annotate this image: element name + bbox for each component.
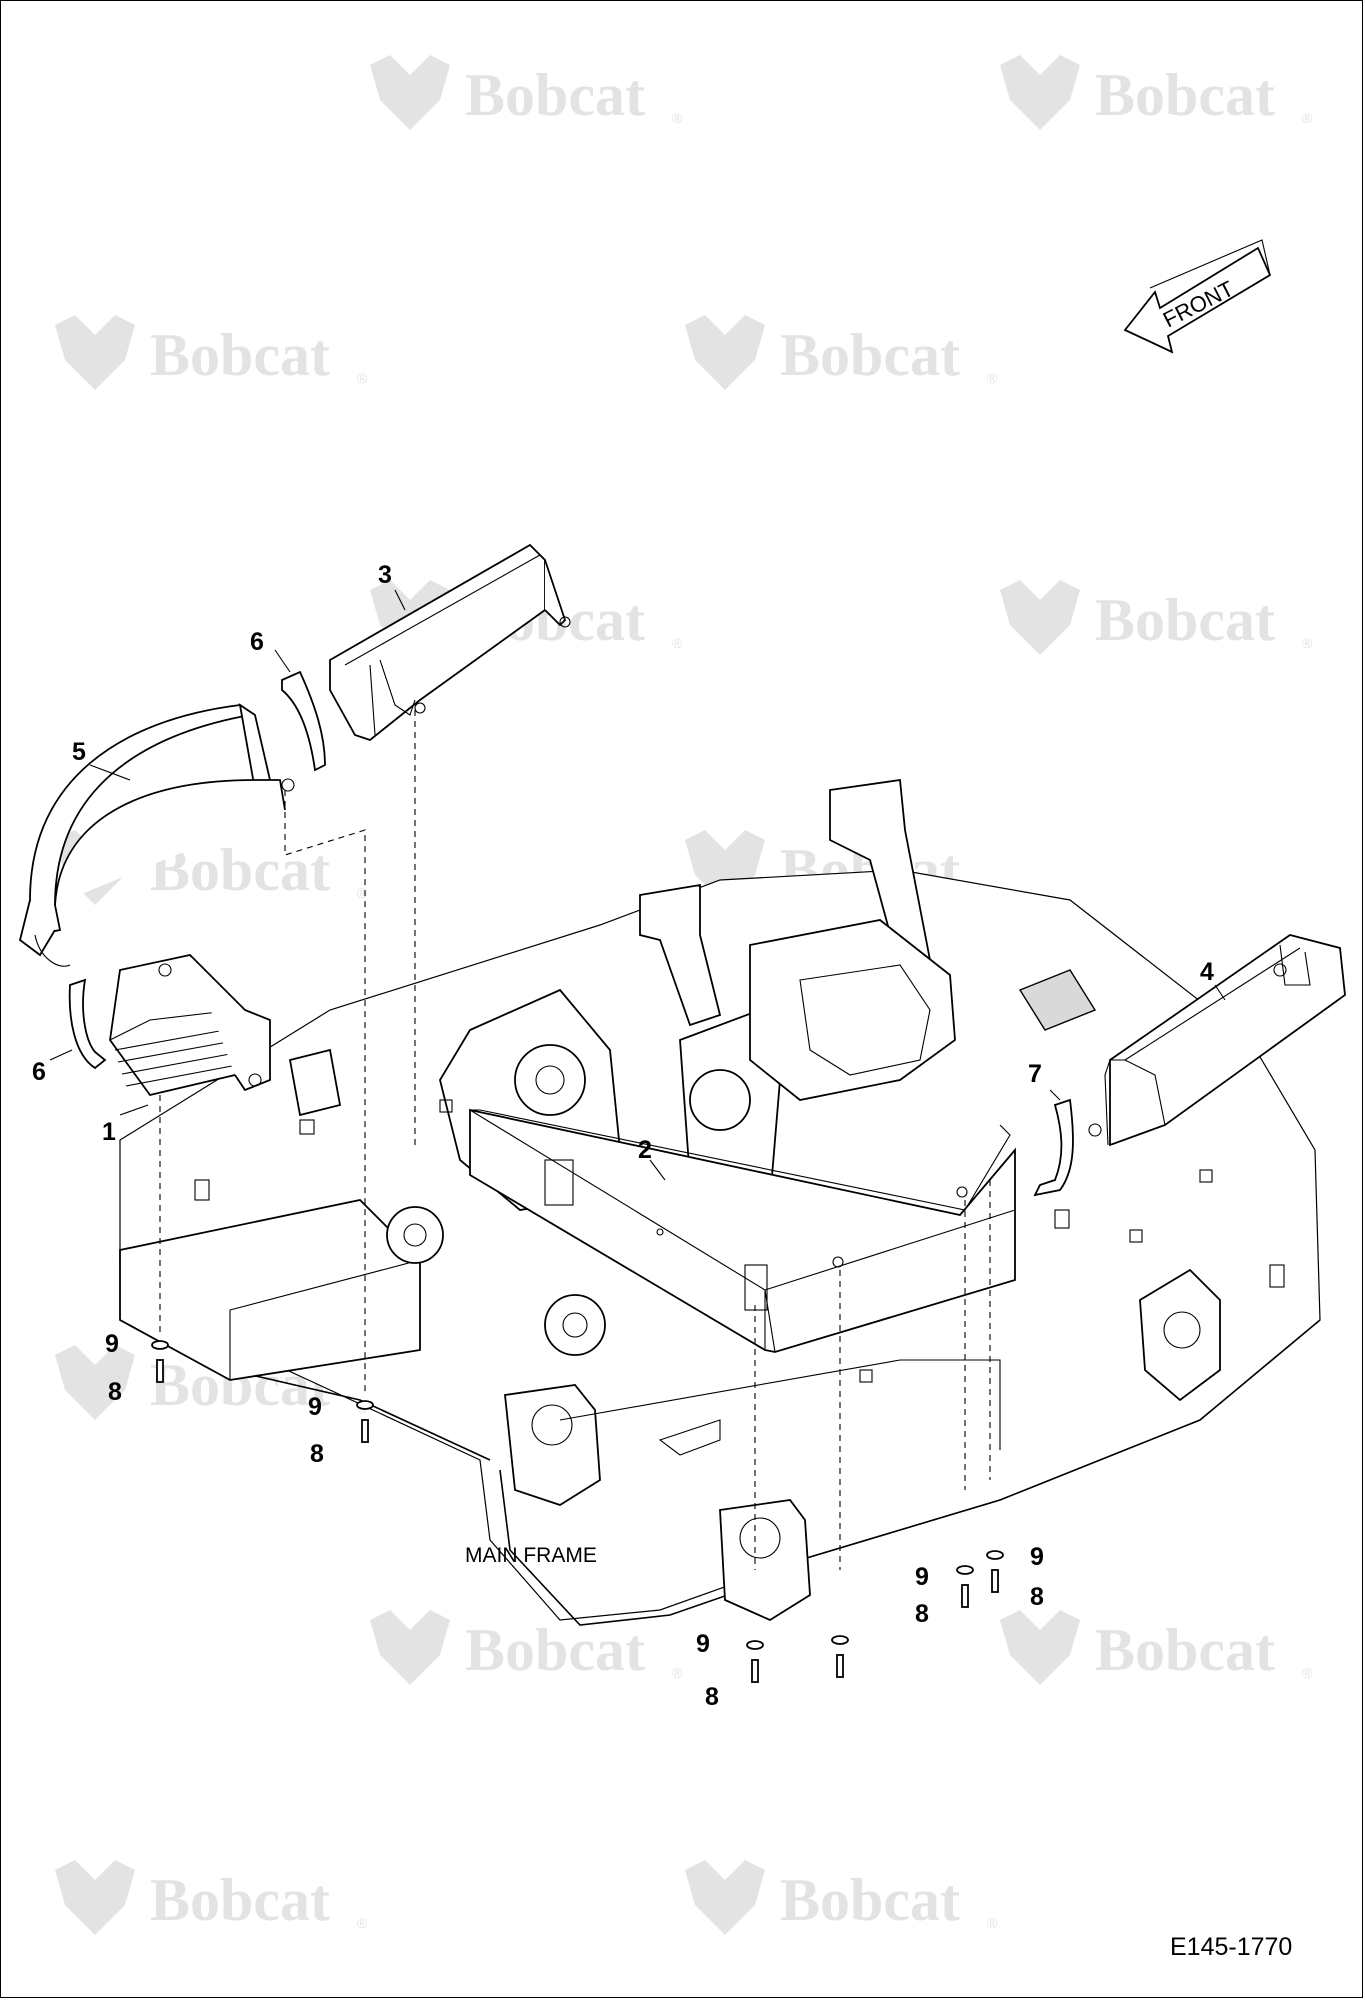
watermark-text: Bobcat — [465, 1617, 645, 1683]
watermark-reg: ® — [987, 1915, 998, 1931]
bobcat-logo-icon — [1000, 580, 1080, 655]
part-5-left-cover — [18, 703, 295, 967]
watermark-1: Bobcat ® — [370, 55, 683, 130]
bobcat-logo-icon — [685, 830, 765, 905]
bolt-icon — [991, 1569, 999, 1593]
watermark-text: Bobcat — [780, 1867, 960, 1933]
watermark-12: Bobcat ® — [370, 1610, 683, 1685]
watermark-text: Bobcat — [1095, 1617, 1275, 1683]
watermark-text: Bobcat — [150, 322, 330, 388]
bobcat-logo-icon — [370, 55, 450, 130]
callout-6-lower: 6 — [32, 1058, 46, 1086]
bolt-icon — [961, 1584, 969, 1608]
watermark-reg: ® — [672, 635, 683, 651]
watermark-14: Bobcat ® — [55, 1860, 368, 1935]
fastener-alignment-lines — [159, 710, 991, 1570]
watermark-reg: ® — [1302, 1665, 1313, 1681]
frame-left-rail — [119, 1199, 421, 1381]
watermark-13: Bobcat ® — [1000, 1610, 1313, 1685]
watermark-text: Bobcat — [780, 322, 960, 388]
bolt-icon — [156, 1359, 164, 1383]
watermark-6: Bobcat ® — [1000, 580, 1313, 655]
callout-4: 4 — [1200, 958, 1214, 986]
callout-8-c: 8 — [915, 1600, 929, 1628]
watermark-reg: ® — [357, 885, 368, 901]
washer-icon — [956, 1565, 974, 1575]
frame-plate-right — [1018, 969, 1097, 1031]
watermark-reg: ® — [1302, 635, 1313, 651]
watermark-reg: ® — [1302, 110, 1313, 126]
callout-6-upper: 6 — [250, 628, 264, 656]
bobcat-logo-icon — [55, 1860, 135, 1935]
front-arrow-icon — [1123, 246, 1272, 354]
bobcat-logo-icon — [55, 1345, 135, 1420]
bobcat-logo-icon — [1000, 1610, 1080, 1685]
washer-icon — [356, 1400, 374, 1410]
callout-9-c: 9 — [915, 1563, 929, 1591]
main-frame-label: MAIN FRAME — [465, 1544, 597, 1567]
callout-8-b: 8 — [310, 1440, 324, 1468]
callout-2: 2 — [638, 1136, 652, 1164]
cylinder-mount-center — [719, 1499, 811, 1622]
watermark-reg: ® — [357, 370, 368, 386]
part-6-strip-lower — [68, 978, 107, 1070]
rear-tower-left — [639, 883, 722, 1027]
watermark-text: Bobcat — [465, 62, 645, 128]
callout-9-e: 9 — [696, 1630, 710, 1658]
washer-icon — [831, 1635, 849, 1645]
front-arrow: FRONT — [1123, 239, 1272, 354]
bobcat-logo-icon — [685, 315, 765, 390]
bobcat-logo-icon — [55, 315, 135, 390]
washer-icon — [986, 1550, 1004, 1560]
watermark-text: Bobcat — [1095, 62, 1275, 128]
callout-3: 3 — [378, 561, 392, 589]
callout-9-b: 9 — [308, 1393, 322, 1421]
watermark-15: Bobcat ® — [685, 1860, 998, 1935]
pivot-boss-center — [544, 1294, 606, 1356]
part-3-rear-cover — [329, 543, 571, 742]
part-7-strip — [1033, 1098, 1074, 1197]
part-2-center-cover — [469, 1108, 1016, 1353]
callout-8-a: 8 — [108, 1378, 122, 1406]
watermark-reg: ® — [672, 110, 683, 126]
part-1-step — [109, 954, 271, 1097]
callout-5: 5 — [72, 738, 86, 766]
callout-1: 1 — [102, 1118, 116, 1146]
leader-lines — [49, 589, 1226, 1181]
frame-step-bracket — [288, 1048, 342, 1117]
watermark-4: Bobcat ® — [685, 315, 998, 390]
watermark-text: Bobcat — [1095, 587, 1275, 653]
callouts: 3 6 5 4 6 7 1 2 9 8 9 8 9 8 9 8 9 8 — [32, 561, 1214, 1711]
callout-8-e: 8 — [705, 1683, 719, 1711]
bolt-icon — [751, 1659, 759, 1683]
watermark-2: Bobcat ® — [1000, 55, 1313, 130]
callout-8-d: 8 — [1030, 1583, 1044, 1611]
bolt-icon — [361, 1419, 369, 1443]
callout-9-a: 9 — [105, 1330, 119, 1358]
swing-bearing-plate — [749, 919, 956, 1101]
callout-9-d: 9 — [1030, 1543, 1044, 1571]
watermark-3: Bobcat ® — [55, 315, 368, 390]
frame-bracket-right — [1139, 1268, 1221, 1402]
bobcat-logo-icon — [685, 1860, 765, 1935]
part-6-strip-upper — [281, 670, 326, 772]
watermark-reg: ® — [987, 370, 998, 386]
pivot-boss-left — [386, 1206, 444, 1264]
bolt-icon — [836, 1654, 844, 1678]
callout-7: 7 — [1028, 1060, 1042, 1088]
watermark-reg: ® — [357, 1915, 368, 1931]
bobcat-logo-icon — [1000, 55, 1080, 130]
washer-icon — [746, 1640, 764, 1650]
watermark-text: Bobcat — [150, 1867, 330, 1933]
bobcat-logo-icon — [370, 1610, 450, 1685]
drawing-number: E145-1770 — [1170, 1933, 1292, 1961]
washer-icon — [151, 1340, 169, 1350]
part-4-right-cover — [1088, 934, 1346, 1147]
watermark-reg: ® — [672, 1665, 683, 1681]
fasteners — [151, 1340, 1004, 1683]
